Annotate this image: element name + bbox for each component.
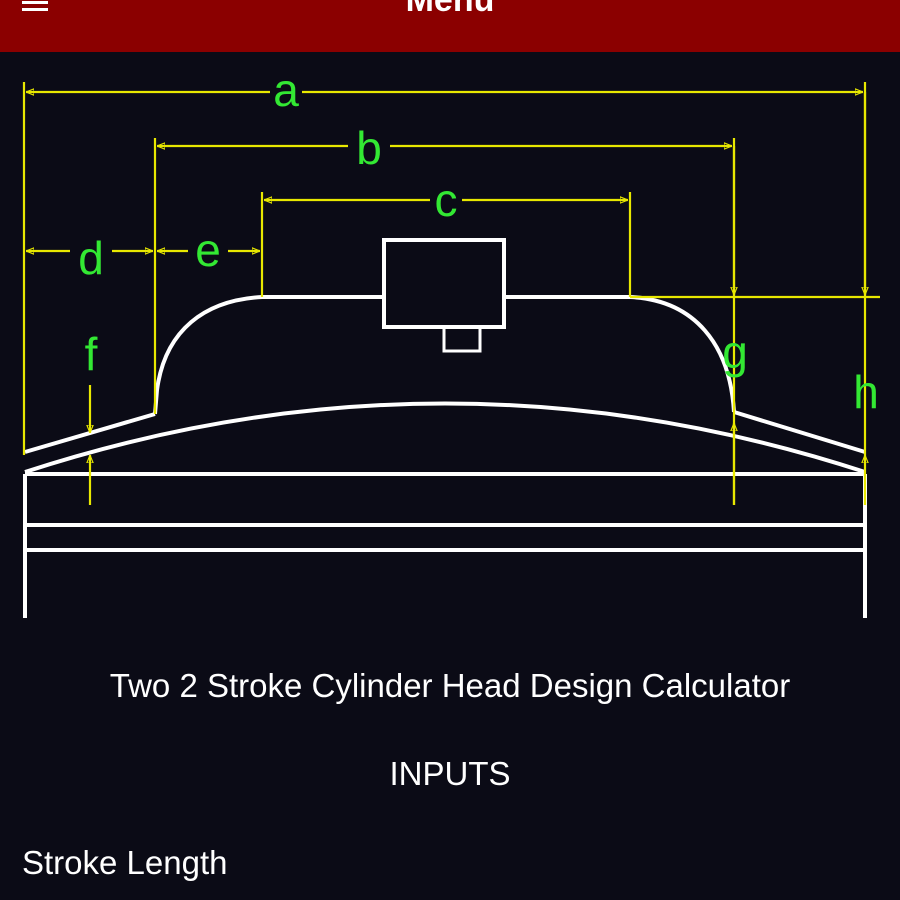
- dimension-lines: [22, 82, 880, 505]
- piston-crown: [24, 401, 866, 474]
- label-e: e: [195, 224, 221, 276]
- page-title: Two 2 Stroke Cylinder Head Design Calcul…: [109, 667, 791, 704]
- label-a: a: [273, 64, 299, 116]
- section-title-inputs: INPUTS: [389, 755, 511, 792]
- stroke-length-label: Stroke Length: [22, 844, 228, 881]
- spark-plug-electrode: [442, 327, 482, 353]
- hamburger-icon[interactable]: [22, 0, 48, 11]
- label-g: g: [722, 326, 748, 378]
- outer-right-curve: [733, 410, 866, 454]
- head-outline: [23, 238, 867, 618]
- spark-plug-body: [382, 238, 506, 329]
- label-b: b: [356, 122, 382, 174]
- cylinder-head-diagram: a b c d e f g h: [22, 64, 880, 618]
- label-h: h: [853, 366, 879, 418]
- app-bar: Menu: [0, 0, 900, 52]
- label-f: f: [85, 328, 98, 380]
- label-d: d: [78, 232, 104, 284]
- label-c: c: [435, 174, 458, 226]
- menu-title[interactable]: Menu: [405, 0, 495, 19]
